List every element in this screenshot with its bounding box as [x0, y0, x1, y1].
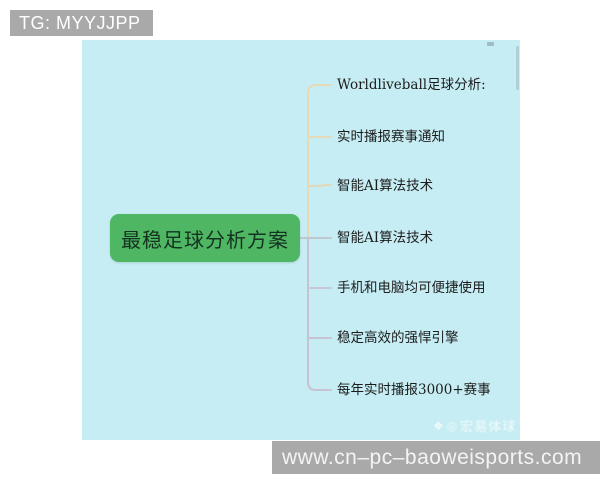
mindmap-branch-7[interactable]: 每年实时播报3000+赛事	[337, 382, 491, 398]
mindmap-canvas: 最稳足球分析方案 Worldliveball足球分析: 实时播报赛事通知 智能A…	[82, 40, 520, 440]
ui-artifact	[487, 42, 494, 46]
mindmap-branch-1[interactable]: Worldliveball足球分析:	[337, 77, 486, 93]
watermark: ❖ ◎ 宏易体球	[433, 416, 516, 435]
mindmap-branch-5[interactable]: 手机和电脑均可便捷使用	[337, 280, 486, 296]
mindmap-branch-2[interactable]: 实时播报赛事通知	[337, 129, 445, 145]
footer-url-bar: www.cn–pc–baoweisports.com	[272, 441, 600, 474]
mindmap-root-node[interactable]: 最稳足球分析方案	[110, 214, 300, 262]
paw-icon: ❖	[433, 418, 445, 433]
mindmap-branch-3[interactable]: 智能AI算法技术	[337, 178, 434, 194]
canvas-scrollbar[interactable]	[516, 46, 519, 90]
watermark-text: 宏易体球	[460, 419, 517, 434]
tg-contact-badge: TG: MYYJJPP	[10, 10, 153, 36]
logo-icon: ◎	[446, 418, 459, 433]
mindmap-branch-4[interactable]: 智能AI算法技术	[337, 230, 434, 246]
mindmap-branch-6[interactable]: 稳定高效的强悍引擎	[337, 330, 459, 346]
